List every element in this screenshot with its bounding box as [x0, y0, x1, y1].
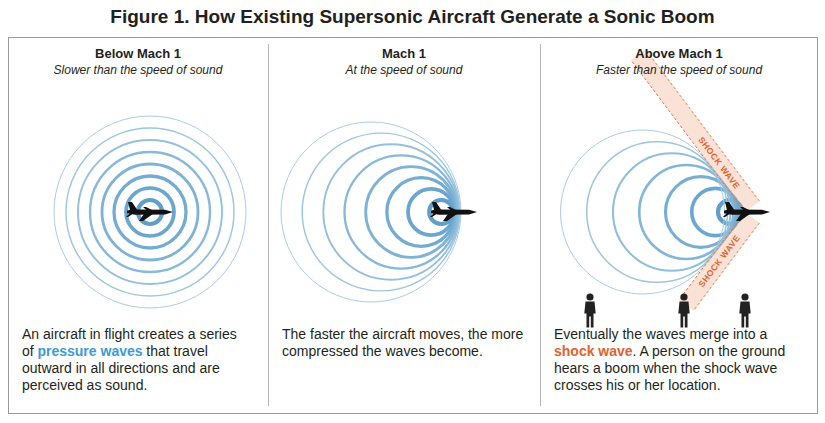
divider — [268, 44, 269, 406]
highlight-term: shock wave — [554, 343, 633, 359]
panel-subtitle: Faster than the speed of sound — [540, 63, 818, 77]
frame — [9, 38, 818, 414]
panel: Mach 1 At the speed of soundThe faster th… — [268, 38, 540, 414]
panel-subtitle: At the speed of sound — [268, 63, 540, 77]
pressure-waves — [54, 116, 742, 308]
person — [584, 293, 595, 327]
panel-caption: Eventually the waves merge into ashock w… — [554, 326, 804, 394]
pressure-wave — [102, 164, 198, 260]
panel: Above Mach 1 Faster than the speed of sou… — [540, 38, 818, 414]
panel-heading: Below Mach 1 — [8, 46, 268, 61]
pressure-wave — [613, 153, 730, 270]
aircraft — [723, 202, 770, 221]
pressure-wave — [90, 152, 210, 272]
panel-heading: Above Mach 1 — [540, 46, 818, 61]
person — [739, 293, 750, 327]
pressure-wave — [587, 142, 728, 283]
caption-text: The faster the aircraft moves, the more … — [282, 326, 523, 359]
pressure-wave — [126, 188, 174, 236]
panel-subtitle: Slower than the speed of sound — [8, 63, 268, 77]
shock-wave-label: SHOCK WAVE — [696, 233, 742, 289]
panel-caption: The faster the aircraft moves, the more … — [282, 326, 526, 360]
highlight-term: pressure waves — [37, 343, 142, 359]
aircraft — [126, 202, 173, 221]
person — [678, 293, 689, 327]
caption-text: Eventually the waves merge into a — [554, 326, 767, 342]
pressure-wave — [114, 176, 186, 248]
pressure-wave — [561, 130, 725, 294]
pressure-wave — [54, 116, 246, 308]
aircraft — [430, 202, 477, 221]
divider — [540, 44, 541, 406]
pressure-wave — [66, 128, 234, 296]
panel-caption: An aircraft in flight creates a series o… — [22, 326, 254, 394]
figure-title: Figure 1. How Existing Supersonic Aircra… — [0, 6, 825, 28]
pressure-wave — [78, 140, 222, 284]
shock-wave-label: SHOCK WAVE — [696, 135, 742, 191]
panel-heading: Mach 1 — [268, 46, 540, 61]
panel: Below Mach 1 Slower than the speed of sou… — [8, 38, 268, 414]
